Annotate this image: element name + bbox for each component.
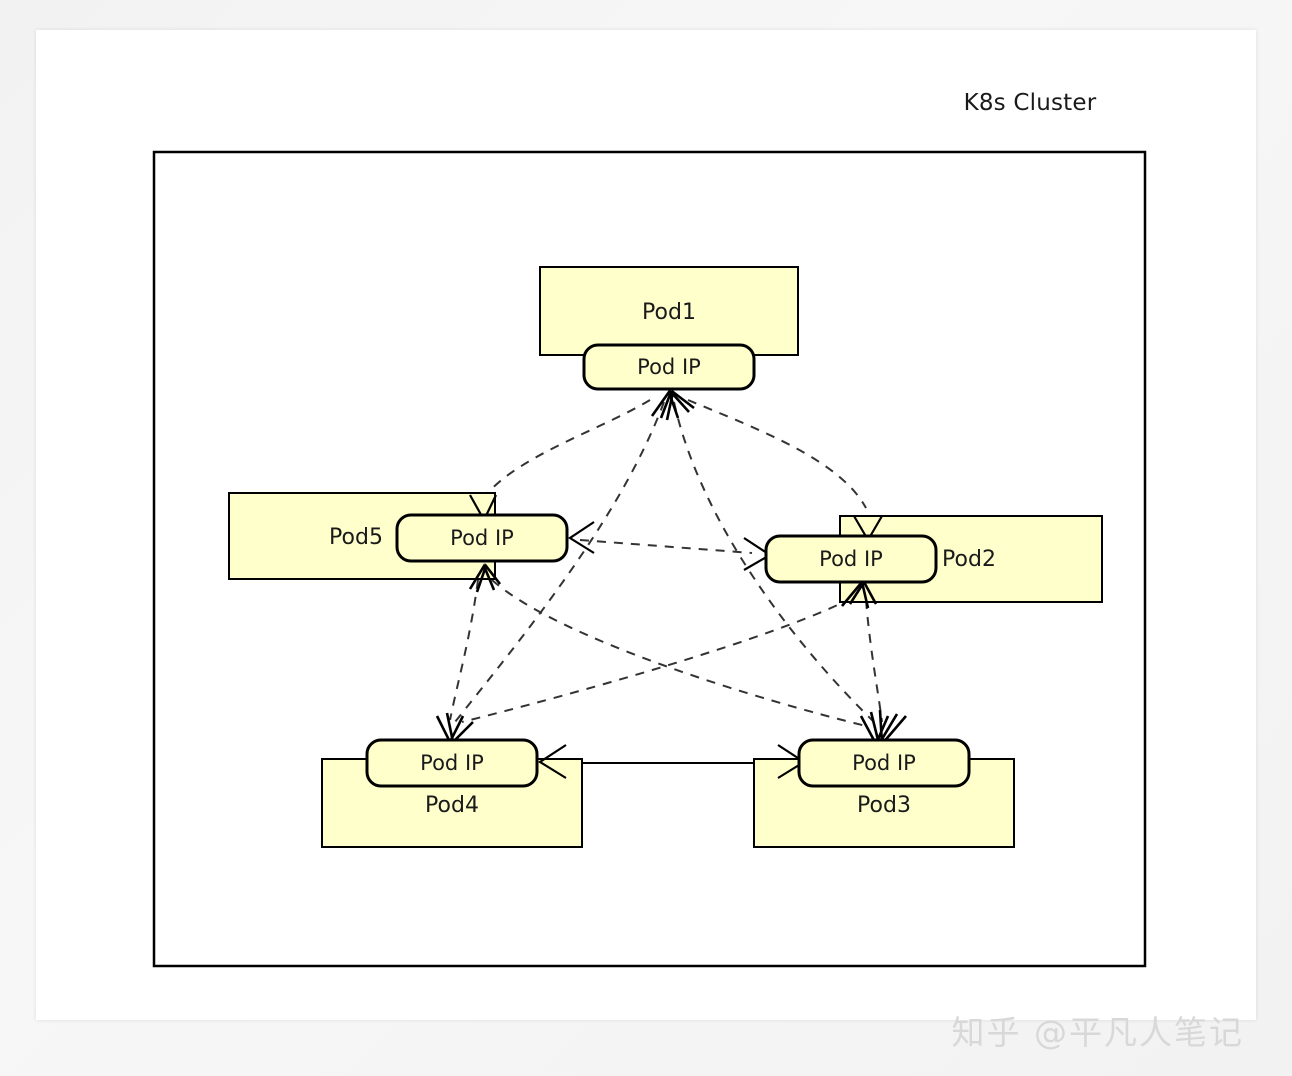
arrowhead-pod5-bot-b — [475, 563, 502, 593]
edge-pod5-pod3 — [491, 579, 867, 727]
pod5-ip-box — [395, 513, 569, 563]
watermark: 知乎 @平凡人笔记 — [951, 1013, 1244, 1052]
pod3-label: Pod3 — [857, 793, 911, 818]
pod1-label: Pod1 — [642, 300, 696, 325]
edge-pod5-pod4 — [449, 579, 479, 721]
pod3-ip-node[interactable]: Pod IP — [797, 738, 971, 788]
pod3-ip-label: Pod IP — [852, 751, 916, 775]
pod4-label: Pod4 — [425, 793, 479, 818]
arrowhead-layer — [435, 389, 907, 779]
edge-pod2-pod3 — [865, 599, 883, 723]
pod1-ip-label: Pod IP — [637, 355, 701, 379]
pod4-ip-label: Pod IP — [420, 751, 484, 775]
edge-pod1-pod2 — [687, 399, 867, 509]
arrowhead-pod5-bot-a — [468, 563, 496, 591]
node-pod1[interactable]: Pod1 — [539, 266, 799, 356]
cluster-title: K8s Cluster — [963, 90, 1097, 116]
pod1-ip-node[interactable]: Pod IP — [582, 343, 756, 391]
pod2-ip-node[interactable]: Pod IP — [764, 534, 938, 584]
pod1-ip-box — [582, 343, 756, 391]
pod1-body — [539, 266, 799, 356]
edge-pod1-pod4 — [454, 401, 665, 723]
edge-pod2-pod4 — [461, 597, 853, 723]
pod5-ip-node[interactable]: Pod IP — [395, 513, 569, 563]
pod2-label: Pod2 — [942, 547, 996, 572]
arrowhead-pod1-a — [650, 389, 680, 419]
arrowhead-pod5-right — [567, 521, 595, 554]
pod4-ip-box — [365, 738, 539, 788]
arrowhead-pod1-b — [659, 389, 690, 419]
arrowhead-pod4-right — [537, 744, 567, 779]
cluster-boundary-frame — [152, 150, 1147, 968]
pod5-ip-label: Pod IP — [450, 526, 514, 550]
edge-pod1-pod3 — [673, 401, 875, 723]
pod5-label: Pod5 — [329, 525, 383, 550]
pod2-ip-label: Pod IP — [819, 547, 883, 571]
arrowhead-pod1-c — [665, 389, 695, 421]
pod3-ip-box — [797, 738, 971, 788]
pod4-ip-node[interactable]: Pod IP — [365, 738, 539, 788]
pod2-ip-box — [764, 534, 938, 584]
edge-layer — [449, 399, 883, 764]
edge-pod1-pod5 — [485, 399, 651, 496]
edge-pod5-pod2 — [579, 539, 753, 554]
